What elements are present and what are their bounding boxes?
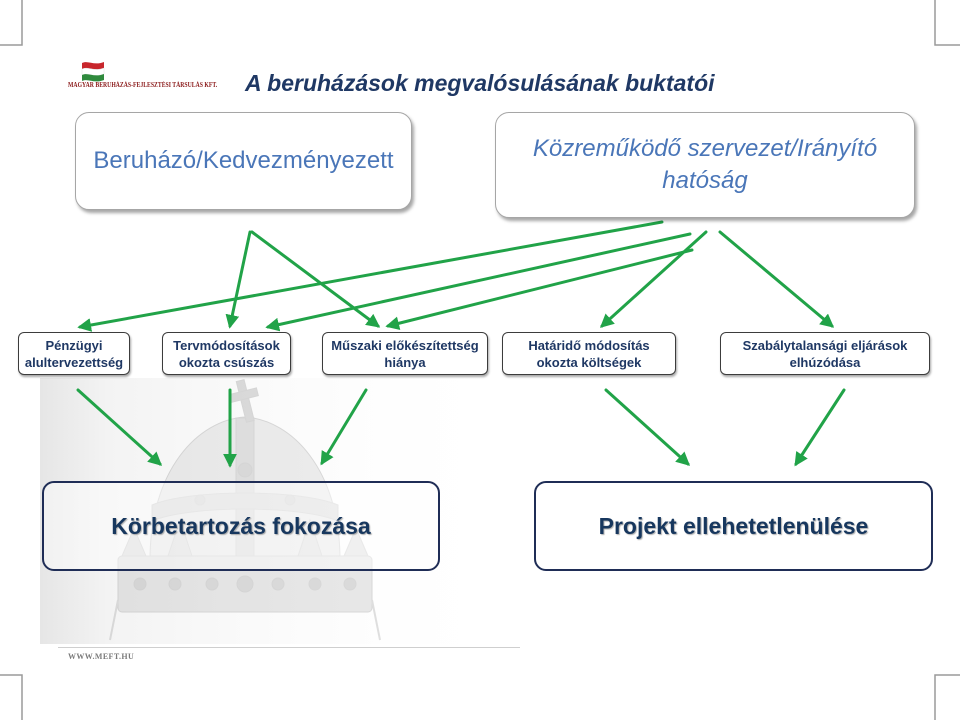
crown-vertical-band (235, 417, 255, 561)
pitfall-label-line-1: Műszaki előkészítettség (331, 337, 479, 353)
pitfall-box-irregularity-procedures: Szabálytalansági eljárások elhúzódása (720, 332, 930, 375)
pitfall-label-line-2: okozta költségek (536, 354, 642, 370)
outcome-label: Körbetartozás fokozása (111, 512, 371, 539)
slide-title: A beruházások megvalósulásának buktatói (245, 70, 715, 96)
pitfall-box-design-changes: Tervmódosítások okozta csúszás (162, 332, 291, 375)
actor-label: Beruházó/Kedvezményezett (93, 147, 394, 174)
actor-label-line-2: hatóság (662, 167, 748, 194)
actor-box-beneficiary: Beruházó/Kedvezményezett (75, 112, 412, 210)
logo-text: MAGYAR BERUHÁZÁS-FEJLESZTÉSI TÁRSULÁS KF… (68, 81, 218, 89)
actor-box-authority: Közreműködő szervezet/Irányító hatóság (495, 112, 915, 218)
hungarian-flag-icon (81, 62, 105, 82)
pitfall-box-deadline-changes: Határidő módosítás okozta költségek (502, 332, 676, 375)
pitfall-label-line-2: alultervezettség (24, 354, 124, 370)
company-logo: MAGYAR BERUHÁZÁS-FEJLESZTÉSI TÁRSULÁS KF… (66, 60, 226, 92)
pitfall-label-line-1: Pénzügyi (45, 337, 103, 353)
footer-divider (58, 647, 520, 648)
crown-pinnacles (121, 518, 369, 557)
crop-mark-bottom-right (934, 674, 960, 720)
crown-pendants (109, 599, 381, 641)
crop-mark-top-right (934, 0, 960, 46)
crop-mark-top-left (0, 0, 23, 46)
pitfall-label-line-1: Tervmódosítások (173, 337, 280, 353)
crop-mark-bottom-left (0, 674, 23, 720)
footer-url: WWW.MEFT.HU (68, 652, 135, 661)
outcome-label: Projekt ellehetetlenülése (598, 512, 869, 539)
pitfall-box-technical-preparation: Műszaki előkészítettség hiánya (322, 332, 488, 375)
crown-horizontal-band (151, 492, 339, 522)
pitfall-box-financial: Pénzügyi alultervezettség (18, 332, 130, 375)
pitfall-label-line-2: okozta csúszás (178, 354, 275, 370)
crown-cross (228, 379, 259, 423)
pitfall-label-line-2: elhúzódása (789, 354, 861, 370)
pitfall-label-line-2: hiánya (384, 354, 426, 370)
crown-jewels (133, 462, 357, 593)
pitfall-label-line-1: Határidő módosítás (528, 337, 650, 353)
actor-label-line-1: Közreműködő szervezet/Irányító (532, 135, 878, 162)
pitfall-label-line-1: Szabálytalansági eljárások (742, 337, 908, 353)
crown-dome (149, 416, 341, 561)
outcome-box-project-failure: Projekt ellehetetlenülése (534, 481, 933, 571)
outcome-box-chain-debt: Körbetartozás fokozása (42, 481, 440, 571)
